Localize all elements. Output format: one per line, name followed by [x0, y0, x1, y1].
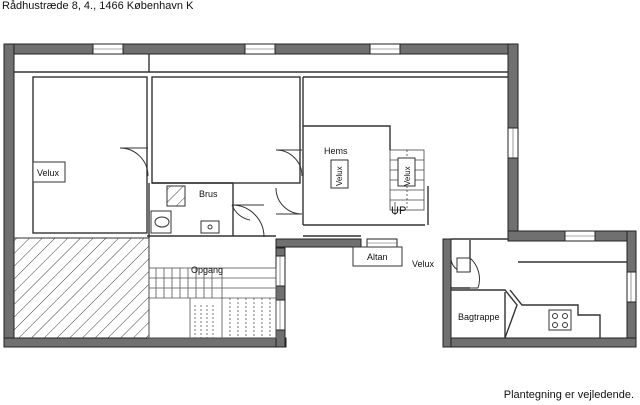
- sink-icon: [207, 224, 213, 230]
- address-title: Rådhustræde 8, 4., 1466 København K: [2, 0, 194, 12]
- hatched-area: [12, 237, 150, 339]
- stove-icon: [548, 309, 572, 331]
- velux-skylights: [32, 157, 471, 273]
- label-velux-right: Velux: [412, 259, 435, 269]
- label-opgang: Opgang: [191, 265, 223, 275]
- altan-box: [352, 246, 403, 267]
- label-hems: Hems: [324, 146, 348, 156]
- hatched-shaft: [166, 185, 186, 207]
- label-velux-hems-1: Velux: [335, 166, 344, 186]
- toilet-icon: [154, 216, 170, 228]
- disclaimer-text: Plantegning er vejledende.: [503, 389, 634, 401]
- label-up: UP: [391, 205, 406, 217]
- label-bagtrappe: Bagtrappe: [458, 312, 500, 322]
- doors: [119, 147, 480, 289]
- label-altan: Altan: [367, 252, 388, 262]
- stair-opgang: [148, 267, 277, 339]
- bathroom-fixtures: [150, 210, 220, 234]
- interior-walls: [14, 54, 627, 339]
- label-velux-left: Velux: [37, 168, 60, 178]
- label-velux-hems-2: Velux: [403, 166, 412, 186]
- label-brus: Brus: [199, 189, 218, 199]
